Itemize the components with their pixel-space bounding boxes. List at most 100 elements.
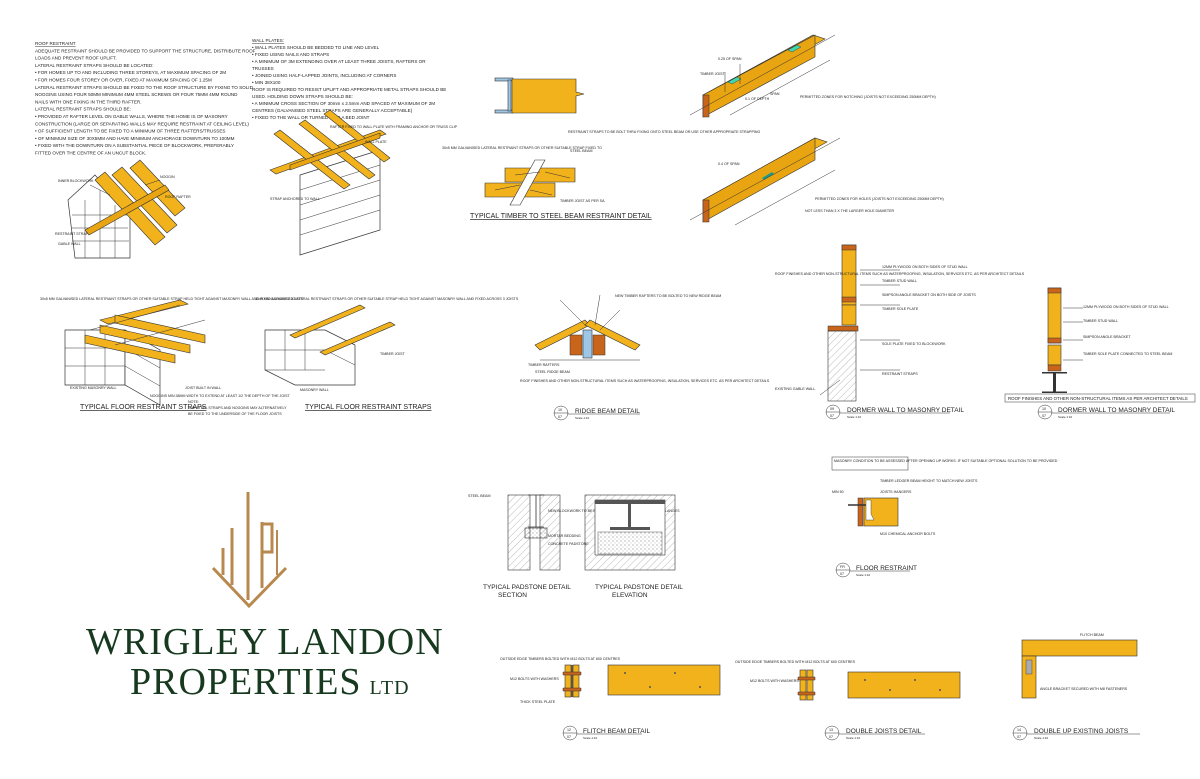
notes-line: • FIXED USING NAILS AND STRAPS bbox=[252, 52, 329, 57]
padstone-label: STEEL BEAM bbox=[468, 494, 490, 498]
steel-beam-title: TYPICAL TIMBER TO STEEL BEAM RESTRAINT D… bbox=[470, 213, 652, 220]
notes-line: • JOINED USING HALF-LAPPED JOINTS, INCLU… bbox=[252, 73, 396, 78]
company-name-line1: WRIGLEY LANDON bbox=[86, 621, 444, 663]
note-line: THE STEEL STRAPS AND NOGGINS MAY ALTERNA… bbox=[188, 406, 287, 410]
floor-restraint-scale: Scale 1:10 bbox=[856, 573, 871, 577]
notching-label: 0.4 OF SPAN bbox=[718, 162, 740, 166]
gable-label: GABLE WALL bbox=[58, 242, 81, 246]
note-line: BE FIXED TO THE UNDERSIDE OF THE FLOOR J… bbox=[188, 412, 282, 416]
padstone-section-title: TYPICAL PADSTONE DETAIL bbox=[483, 584, 571, 591]
floor-restraint-tag: 07 bbox=[840, 572, 844, 576]
floor-restraint-label: M10 CHEMICAL ANCHOR BOLTS bbox=[880, 532, 936, 536]
note-heading: NOTE: bbox=[188, 400, 199, 404]
wlp-logo-mark bbox=[211, 492, 288, 609]
notching-label: NOT LESS THAN 3 X THE LARGER HOLE DIAMET… bbox=[805, 209, 894, 213]
dormer2-label: TIMBER STUD WALL bbox=[1083, 319, 1118, 323]
dormer-wall-detail-2: 12MM PLYWOOD ON BOTH SIDES OF STUD WALL … bbox=[1004, 287, 1196, 420]
wall-plate-drawing: RAFTER FIXED TO WALL PLATE WITH FRAMING … bbox=[269, 109, 458, 256]
dormer2-label: ROOF FINISHES AND OTHER NON-STRUCTURAL I… bbox=[1008, 396, 1188, 401]
dormer1-label: SOLE PLATE FIXED TO BLOCKWORK bbox=[882, 342, 946, 346]
gable-label: RESTRAINT STRAP bbox=[55, 232, 89, 236]
dormer2-tag: 07 bbox=[1042, 414, 1046, 418]
flitch-label: OUTSIDE EDGE TIMBERS BOLTED WITH M12 BOL… bbox=[500, 657, 621, 661]
double-joists-detail: OUTSIDE EDGE TIMBERS BOLTED WITH M12 BOL… bbox=[735, 660, 961, 741]
dormer2-title: DORMER WALL TO MASONRY DETAIL bbox=[1058, 407, 1175, 414]
flitch-label: THICK STEEL PLATE bbox=[520, 700, 556, 704]
wallplate-label: RAFTER FIXED TO WALL PLATE WITH FRAMING … bbox=[330, 125, 458, 129]
dormer1-label: TIMBER STUD WALL bbox=[882, 279, 917, 283]
padstone-section-subtitle: SECTION bbox=[498, 592, 527, 599]
dormer2-scale: Scale 1:10 bbox=[1058, 415, 1073, 419]
notching-label: 0.1 OF DEPTH bbox=[745, 97, 770, 101]
floor-straps-label: TIMBER JOIST bbox=[380, 352, 406, 356]
notes-line: FITTED OVER THE CENTRE OF AN UNCUT BLOCK… bbox=[35, 151, 146, 156]
padstone-elevation-title: TYPICAL PADSTONE DETAIL bbox=[595, 584, 683, 591]
dormer1-label: EXISTING GABLE WALL bbox=[775, 387, 815, 391]
double-up-tag: 14 bbox=[1017, 728, 1021, 732]
notes-line: LATERAL RESTRAINT STRAPS SHOULD BE LOCAT… bbox=[35, 63, 154, 68]
dormer2-label: SIMPSON ANGLE BRACKET bbox=[1083, 335, 1131, 339]
floor-restraint-straps-drawing-right: 30x5 MM GALVANISED LATERAL RESTRAINT STR… bbox=[255, 297, 519, 411]
ridge-tag: 07 bbox=[558, 415, 562, 419]
notes-line: TRUSSES bbox=[252, 66, 274, 71]
ridge-tag: 10 bbox=[558, 408, 562, 412]
notes-line: • OF SUFFICIENT LENGTH TO BE FIXED TO A … bbox=[35, 129, 226, 134]
notes-heading: ROOF RESTRAINT bbox=[35, 41, 76, 46]
double-joists-tag: 07 bbox=[829, 735, 833, 739]
flitch-label: M12 BOLTS WITH WASHERS bbox=[510, 677, 559, 681]
floor-straps-title-right: TYPICAL FLOOR RESTRAINT STRAPS bbox=[305, 404, 432, 411]
gable-label: INNER BLOCKWORK bbox=[58, 179, 94, 183]
floor-restraint-detail: MASONRY CONDITION TO BE ASSESSED AFTER O… bbox=[831, 456, 1058, 578]
floor-restraint-label: MIN 50 bbox=[832, 490, 844, 494]
floor-straps-label: EXISTING MASONRY WALL bbox=[70, 386, 116, 390]
dormer1-label: TIMBER SOLE PLATE bbox=[882, 307, 919, 311]
floor-restraint-label: MASONRY CONDITION TO BE ASSESSED AFTER O… bbox=[834, 459, 1058, 463]
notes-line: ROOF IS REQUIRED TO RESIST UPLIFT AND AP… bbox=[252, 87, 446, 92]
dormer2-label: 12MM PLYWOOD ON BOTH SIDES OF STUD WALL bbox=[1083, 305, 1169, 309]
notes-line: CENTRES (GALVANISED STEEL STRAPS ARE GEN… bbox=[252, 108, 413, 113]
notching-label: PERMITTED ZONES FOR NOTCHING (JOISTS NOT… bbox=[800, 95, 936, 99]
notching-label: 0.25 OF SPAN bbox=[718, 57, 742, 61]
notes-line: LATERAL RESTRAINT STRAPS SHOULD BE FIXED… bbox=[35, 85, 254, 90]
notes-line: • OF MINIMUM SIZE OF 30X5MM AND HAVE MIN… bbox=[35, 136, 235, 141]
notching-label: SPAN bbox=[770, 92, 780, 96]
notching-label: TIMBER JOIST bbox=[700, 72, 726, 76]
padstone-label: CONCRETE PADSTONE bbox=[548, 542, 589, 546]
timber-to-steel-beam-detail: RESTRAINT STRAPS TO BE BOLT THRU FIXING … bbox=[442, 77, 760, 220]
steel-beam-label: RESTRAINT STRAPS TO BE BOLT THRU FIXING … bbox=[568, 130, 760, 134]
dormer1-tag: 09 bbox=[830, 407, 834, 411]
floor-straps-title-left: TYPICAL FLOOR RESTRAINT STRAPS bbox=[80, 404, 207, 411]
padstone-label: MORTAR BEDDING bbox=[548, 534, 581, 538]
floor-restraint-label: TIMBER LEDGER BEAM HEIGHT TO MATCH NEW J… bbox=[880, 479, 978, 483]
company-name-line2-text: PROPERTIES bbox=[130, 661, 362, 703]
notes-line: NAILS WITH ONE FIXING IN THE THIRD RAFTE… bbox=[35, 99, 142, 104]
dormer2-label: TIMBER SOLE PLATE CONNECTED TO STEEL BEA… bbox=[1083, 352, 1172, 356]
notes-line: • A MINIMUM CROSS SECTION OF 30mm x 2.5m… bbox=[252, 101, 435, 106]
double-up-existing-joists-detail: FLITCH BEAM ANGLE BRACKET SECURED WITH M… bbox=[1012, 633, 1140, 741]
notes-line: • FIXED TO THE WALL OR TURNED INTO A BED… bbox=[252, 115, 370, 120]
notes-line: LOADS AND PREVENT ROOF UPLIFT. bbox=[35, 56, 117, 61]
notes-line: • FOR HOMES UP TO AND INCLUDING THREE ST… bbox=[35, 70, 226, 75]
double-joists-label: OUTSIDE EDGE TIMBERS BOLTED WITH M12 BOL… bbox=[735, 660, 856, 664]
padstone-elevation-subtitle: ELEVATION bbox=[612, 592, 648, 599]
double-up-label: ANGLE BRACKET SECURED WITH M8 FASTENERS bbox=[1040, 687, 1128, 691]
flitch-tag: 12 bbox=[567, 728, 571, 732]
dormer1-scale: Scale 1:10 bbox=[847, 415, 862, 419]
steel-beam-label: STEEL BEAM bbox=[570, 149, 592, 153]
notes-line: • WALL PLATES SHOULD BE BEDDED TO LINE A… bbox=[252, 45, 380, 50]
notes-line: • FOR HOMES FOUR STOREY OR OVER, FIXED A… bbox=[35, 78, 212, 83]
flitch-scale: Scale 1:10 bbox=[583, 736, 598, 740]
wallplate-label: WALL PLATE bbox=[365, 140, 387, 144]
steel-beam-label: 30x5 MM GALVANISED LATERAL RESTRAINT STR… bbox=[442, 146, 602, 150]
double-up-title: DOUBLE UP EXISTING JOISTS bbox=[1034, 728, 1129, 735]
padstone-elevation-detail: TYPICAL PADSTONE DETAIL ELEVATION bbox=[584, 494, 683, 599]
gable-label: NOGGIN bbox=[160, 175, 175, 179]
ridge-label: TIMBER RAFTERS bbox=[528, 363, 560, 367]
floor-restraint-label: JOISTS HANGERS bbox=[880, 490, 912, 494]
double-joists-tag: 13 bbox=[829, 728, 833, 732]
padstone-section-detail: STEEL BEAM NEW BLOCKWORK TO BE BUILT TIG… bbox=[468, 494, 680, 599]
